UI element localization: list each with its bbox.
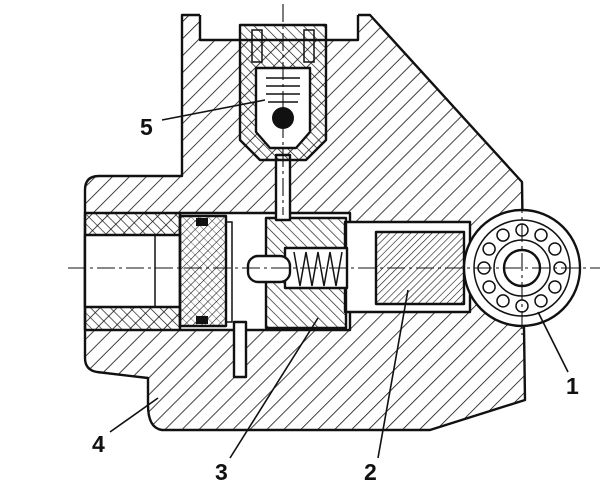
- ball: [548, 280, 562, 294]
- chamber-details: [225, 221, 248, 379]
- callout-1: 1: [566, 373, 579, 399]
- callout-2: 2: [364, 459, 377, 485]
- ball: [548, 242, 562, 256]
- piston-pin: [246, 254, 292, 284]
- sleeve-bore: [83, 233, 182, 309]
- leader-4: [109, 397, 159, 433]
- left-sleeve: [83, 211, 182, 332]
- ball: [496, 228, 510, 242]
- piston-spring: [293, 251, 343, 287]
- valve-slot-right: [303, 29, 315, 63]
- piston: [246, 216, 349, 330]
- bearing-balls: [477, 223, 567, 313]
- centre-lines: [68, 4, 600, 335]
- leader-2: [377, 289, 409, 459]
- ball: [534, 294, 548, 308]
- ball: [482, 280, 496, 294]
- leader-3: [229, 317, 319, 459]
- seal-top: [196, 218, 208, 226]
- callouts: 5 1 2 3 4: [92, 99, 579, 485]
- washer: [225, 221, 233, 323]
- plug-body: [178, 214, 228, 328]
- ball: [482, 242, 496, 256]
- plug: [178, 214, 228, 328]
- callout-5: 5: [140, 114, 153, 140]
- valve-slot-left: [251, 29, 263, 63]
- ball: [534, 228, 548, 242]
- valve-ball: [272, 107, 294, 129]
- callout-4: 4: [92, 431, 105, 457]
- leader-1: [537, 311, 569, 373]
- seal-bottom: [196, 316, 208, 324]
- drain-drilling: [232, 320, 248, 379]
- callout-3: 3: [215, 459, 228, 485]
- leader-5: [161, 99, 266, 121]
- ball: [496, 294, 510, 308]
